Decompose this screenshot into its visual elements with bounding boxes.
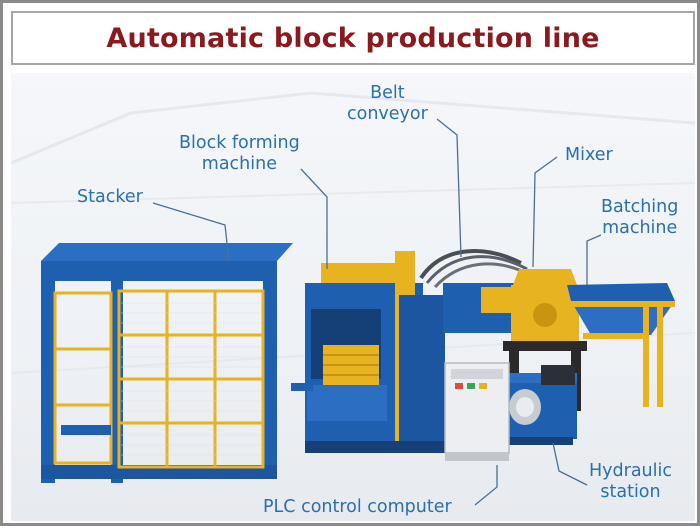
hydraulic-station	[505, 365, 577, 445]
label-hydraulic-line1: Hydraulic	[589, 461, 672, 481]
production-line-drawing	[11, 91, 695, 506]
label-mixer-text: Mixer	[565, 145, 613, 165]
label-batching-line1: Batching	[601, 197, 679, 217]
leader-batching	[586, 234, 602, 285]
label-block-forming-line2: machine	[201, 154, 277, 174]
stacker-machine	[41, 243, 293, 483]
batching-machine	[567, 283, 675, 407]
label-belt-line1: Belt	[370, 83, 405, 103]
leader-lines	[152, 118, 602, 506]
leader-block-forming	[300, 168, 328, 269]
title-bar: Automatic block production line	[11, 11, 695, 65]
label-batching-machine: Batching machine	[601, 197, 678, 239]
leader-plc	[474, 465, 498, 506]
diagram-title: Automatic block production line	[106, 22, 600, 54]
label-plc-control-computer: PLC control computer	[263, 497, 452, 518]
label-block-forming-machine: Block forming machine	[179, 133, 300, 175]
leader-stacker	[152, 202, 230, 262]
label-plc-text: PLC control computer	[263, 497, 452, 517]
label-belt-line2: conveyor	[347, 104, 428, 124]
label-stacker: Stacker	[77, 187, 143, 208]
label-batching-line2: machine	[602, 218, 678, 238]
leader-belt	[436, 118, 462, 258]
leader-mixer	[532, 156, 558, 268]
block-forming-machine	[291, 251, 455, 453]
label-belt-conveyor: Belt conveyor	[347, 83, 428, 125]
leader-hydraulic	[552, 442, 588, 486]
label-stacker-text: Stacker	[77, 187, 143, 207]
plc-control-cabinet	[444, 362, 510, 461]
machine-illustration: Stacker Block forming machine Belt conve…	[11, 73, 695, 521]
label-block-forming-line1: Block forming	[179, 133, 300, 153]
label-hydraulic-line2: station	[600, 482, 661, 502]
label-mixer: Mixer	[565, 145, 613, 166]
label-hydraulic-station: Hydraulic station	[589, 461, 672, 503]
